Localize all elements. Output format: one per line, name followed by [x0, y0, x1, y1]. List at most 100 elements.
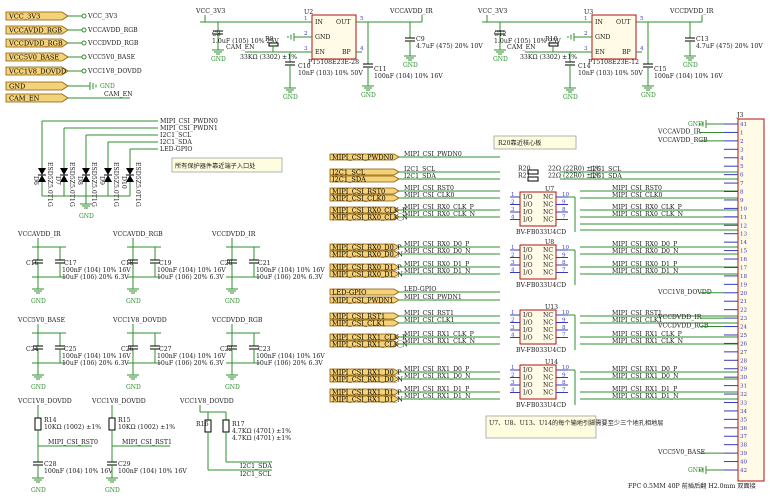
signal-net: MIPI_CSI_RX1_D1_P — [404, 386, 469, 393]
pin-num: 31 — [740, 384, 747, 390]
pin-num: 2 — [511, 373, 515, 379]
signal-net: MIPI_CSI_RX0_CLK_P — [404, 204, 474, 211]
net-label: MIPI_CSI_RX0_D0_P — [612, 241, 677, 248]
svg-text:2: 2 — [584, 31, 588, 37]
svg-text:VCCDVDD_IR: VCCDVDD_IR — [669, 8, 714, 15]
connector-pin-34: 34 — [724, 409, 748, 415]
svg-text:4: 4 — [640, 46, 644, 52]
net-label: MIPI_CSI_RX1_D0_P — [612, 366, 677, 373]
pin-nc: NC — [543, 312, 553, 319]
svg-text:C13: C13 — [696, 36, 709, 43]
svg-text:OUT: OUT — [336, 19, 351, 26]
pin-num: 9 — [562, 318, 566, 324]
signal-label: MIPI_CSI_RX1_CLK_P — [332, 333, 407, 341]
pin-nc: NC — [543, 390, 553, 397]
pin-num: 5 — [740, 164, 744, 170]
svg-text:VCCAVDD_RGB: VCCAVDD_RGB — [87, 27, 138, 34]
svg-text:3: 3 — [304, 46, 308, 52]
port-cam-en[interactable]: CAM_EN CAM_EN — [5, 91, 133, 103]
port-vcc3v3[interactable]: VCC_3V3 VCC_3V3 — [5, 11, 117, 21]
pin-num: 25 — [740, 333, 748, 339]
chip-part: BV-FB033U4CD — [516, 347, 566, 354]
svg-text:4.7uF (475) 20% 10V: 4.7uF (475) 20% 10V — [696, 43, 763, 50]
port-vcc5v0-base[interactable]: VCC5V0_BASE VCC5V0_BASE — [5, 52, 136, 62]
pin-io: I/O — [523, 255, 533, 262]
port-vccavdd-rgb[interactable]: VCCAVDD_RGB VCCAVDD_RGB — [5, 25, 138, 35]
svg-text:GND: GND — [100, 83, 115, 90]
pin-io: I/O — [523, 335, 533, 342]
signal-label: LED-GPIO — [332, 288, 367, 296]
signal-net: MIPI_CSI_PWDN0 — [404, 151, 462, 158]
svg-text:CAM_EN: CAM_EN — [226, 44, 255, 51]
signal-label: MIPI_CSI_RX1_D1_N — [332, 395, 403, 403]
svg-text:I2C1_SCL: I2C1_SCL — [240, 471, 271, 478]
pin-num: 3 — [511, 325, 515, 331]
port-gnd[interactable]: GND GND — [5, 81, 115, 91]
signal-net: I2C1_SDA — [404, 173, 436, 180]
signal-net: MIPI_CSI_RX0_D1_P — [404, 261, 469, 268]
port-vccdvdd-rgb[interactable]: VCCDVDD_RGB VCCDVDD_RGB — [5, 38, 139, 48]
pin-num: 41 — [740, 122, 747, 128]
pin-num: 4 — [511, 268, 515, 274]
svg-text:100nF (104) 10% 16V: 100nF (104) 10% 16V — [654, 73, 723, 80]
signal-label: MIPI_CSI_RX0_D1_P — [332, 263, 402, 271]
svg-text:VCCDVDD_RGB: VCCDVDD_RGB — [8, 40, 63, 48]
net-label: MIPI_CSI_RX1_D1_P — [612, 386, 677, 393]
net-label: MIPI_CSI_RX1_CLK_P — [612, 331, 682, 338]
svg-text:R16: R16 — [196, 421, 209, 428]
pin-num: 3 — [511, 380, 515, 386]
pin-num: 4 — [511, 388, 515, 394]
pin-num: 1 — [740, 130, 744, 136]
pin-nc: NC — [543, 209, 553, 216]
svg-text:GND: GND — [493, 56, 508, 63]
cap-value: 10uF (106) 20% 6.3V — [157, 274, 224, 281]
esd-note: 所有保护器件靠近端子入口处 — [175, 162, 255, 170]
net-label: MIPI_CSI_RST1 — [612, 310, 662, 317]
svg-text:FPC 0.5MM 40P 前插后翻 H2.0mm 双面接: FPC 0.5MM 40P 前插后翻 H2.0mm 双面接 — [628, 482, 756, 490]
svg-text:2: 2 — [304, 31, 308, 37]
svg-text:C28: C28 — [44, 461, 57, 468]
pin-num: 34 — [740, 409, 748, 415]
connector-pin-31: 31 — [724, 384, 747, 390]
svg-text:C9: C9 — [416, 36, 425, 43]
svg-text:1: 1 — [584, 16, 588, 22]
svg-text:MIPI_CSI_RST1: MIPI_CSI_RST1 — [122, 439, 172, 446]
esd-block: MIPI_CSI_PWDN0 MIPI_CSI_PWDN1 I2C1_SCL I… — [32, 118, 283, 220]
pin-num: 11 — [740, 215, 747, 221]
svg-text:33KΩ (3302) ±1%: 33KΩ (3302) ±1% — [520, 54, 577, 61]
connector-pin-3: 3 — [724, 147, 744, 153]
pin-num: 13 — [740, 232, 748, 238]
pin-num: 15 — [740, 249, 748, 255]
res-value: 22Ω (22R0) ±1% — [548, 166, 601, 173]
svg-text:C10: C10 — [298, 63, 311, 70]
pin-num: 7 — [562, 268, 566, 274]
port-vcc1v8-dovdd[interactable]: VCC1V8_DOVDD VCC1V8_DOVDD — [5, 66, 142, 76]
esd-part: ESD5Z5.0T1G — [46, 162, 53, 207]
